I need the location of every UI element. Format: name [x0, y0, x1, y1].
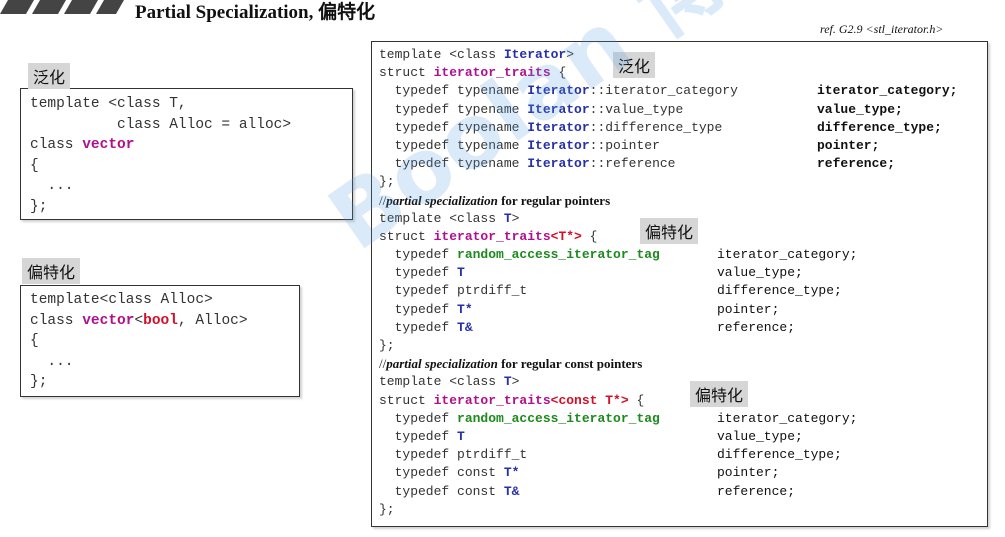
- code-line: class vector: [30, 137, 135, 153]
- code-line: };: [379, 501, 395, 517]
- code-line: typedef const T&reference;: [379, 483, 796, 499]
- code-line: struct iterator_traits<const T*> {: [379, 392, 645, 408]
- code-line: typedef typename Iterator::iterator_cate…: [379, 83, 958, 99]
- code-line: ...: [30, 178, 74, 194]
- code-line: template<class Alloc>: [30, 292, 213, 308]
- code-line: };: [30, 374, 48, 390]
- code-line: template <class T,: [30, 96, 187, 112]
- code-line: };: [379, 338, 395, 353]
- code-line: };: [30, 198, 48, 215]
- tag-partial-spec-const-pointer: 偏特化: [690, 381, 749, 407]
- code-line: class vector<bool, Alloc>: [30, 312, 248, 329]
- page-title: Partial Specialization, 偏特化: [135, 2, 376, 23]
- code-line: {: [30, 157, 39, 174]
- code-line: struct iterator_traits<T*> {: [379, 228, 598, 244]
- keyword-vector: vector: [82, 137, 135, 153]
- code-generic-vector: template <class T, class Alloc = alloc> c…: [30, 94, 291, 217]
- code-line: typedef typename Iterator::difference_ty…: [379, 119, 942, 135]
- code-line: struct iterator_traits {: [379, 65, 567, 81]
- code-line: template <class T>: [379, 374, 520, 390]
- code-line: template <class T>: [379, 210, 520, 226]
- code-line: typedef T&reference;: [379, 319, 796, 335]
- code-line: };: [379, 174, 395, 190]
- reference-note: ref. G2.9 <stl_iterator.h>: [820, 22, 944, 36]
- title-slash-decoration: [0, 0, 124, 14]
- code-vector-bool: template<class Alloc> class vector<bool, …: [30, 290, 248, 393]
- code-box-vector-bool: template<class Alloc> class vector<bool, …: [20, 285, 300, 397]
- code-box-iterator-traits: template <class Iterator> struct iterato…: [371, 41, 988, 527]
- tag-partial-spec-pointer: 偏特化: [640, 218, 699, 244]
- code-line: template <class Iterator>: [379, 47, 575, 62]
- comment-const-pointers: //partial specialization for regular con…: [379, 356, 643, 372]
- tag-generalization-right: 泛化: [613, 52, 656, 78]
- code-line: typedef const T*pointer;: [379, 465, 780, 481]
- code-line: class Alloc = alloc>: [30, 116, 292, 133]
- code-iterator-traits: template <class Iterator> struct iterato…: [379, 46, 958, 519]
- code-box-generic-vector: template <class T, class Alloc = alloc> c…: [20, 88, 353, 220]
- code-line: {: [30, 333, 39, 349]
- code-line: typedef T*pointer;: [379, 301, 780, 317]
- code-line: ...: [30, 353, 74, 370]
- comment-regular-pointers: //partial specialization for regular poi…: [379, 192, 611, 208]
- tag-generalization-left: 泛化: [28, 63, 71, 89]
- tag-partial-spec-left: 偏特化: [22, 258, 81, 284]
